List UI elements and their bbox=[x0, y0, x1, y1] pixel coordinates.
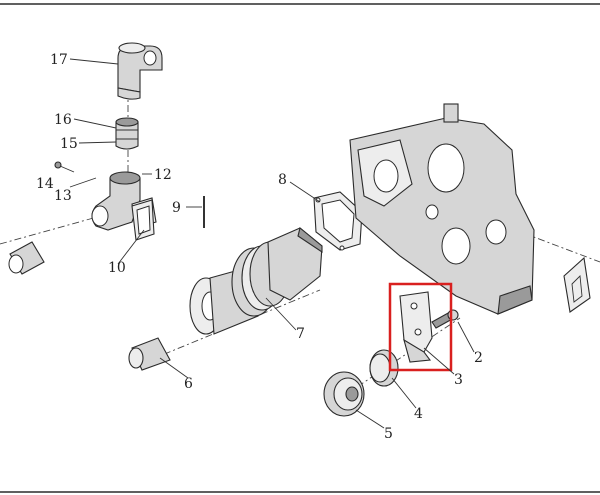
right-plate bbox=[563, 256, 591, 313]
label-15: 15 bbox=[60, 136, 78, 152]
label-3: 3 bbox=[454, 372, 463, 388]
engine-housing bbox=[349, 103, 535, 315]
part-7-pump-pulley bbox=[189, 227, 323, 335]
part-5-pulley bbox=[323, 371, 365, 417]
part-16-sleeve bbox=[115, 117, 139, 150]
part-3-bracket bbox=[399, 291, 433, 363]
label-7: 7 bbox=[296, 326, 305, 342]
label-5: 5 bbox=[384, 426, 393, 442]
label-6: 6 bbox=[184, 376, 193, 392]
label-12: 12 bbox=[154, 167, 172, 183]
label-4: 4 bbox=[414, 406, 423, 422]
part-8-gasket bbox=[313, 191, 363, 251]
label-9: 9 bbox=[172, 200, 181, 216]
label-13: 13 bbox=[54, 188, 72, 204]
label-14: 14 bbox=[36, 176, 54, 192]
part-6-bushing bbox=[128, 337, 171, 371]
part-17-elbow bbox=[117, 42, 163, 100]
part-2-bolt bbox=[431, 309, 459, 329]
part-14-bolt bbox=[54, 161, 75, 173]
label-8: 8 bbox=[278, 172, 287, 188]
highlight-box bbox=[388, 282, 453, 372]
label-2: 2 bbox=[474, 350, 483, 366]
leader-lines bbox=[69, 58, 475, 429]
left-pipe-fitting bbox=[8, 241, 45, 275]
label-16: 16 bbox=[54, 112, 72, 128]
label-17: 17 bbox=[50, 52, 68, 68]
label-10: 10 bbox=[108, 260, 126, 276]
part-10-gasket bbox=[131, 199, 155, 241]
